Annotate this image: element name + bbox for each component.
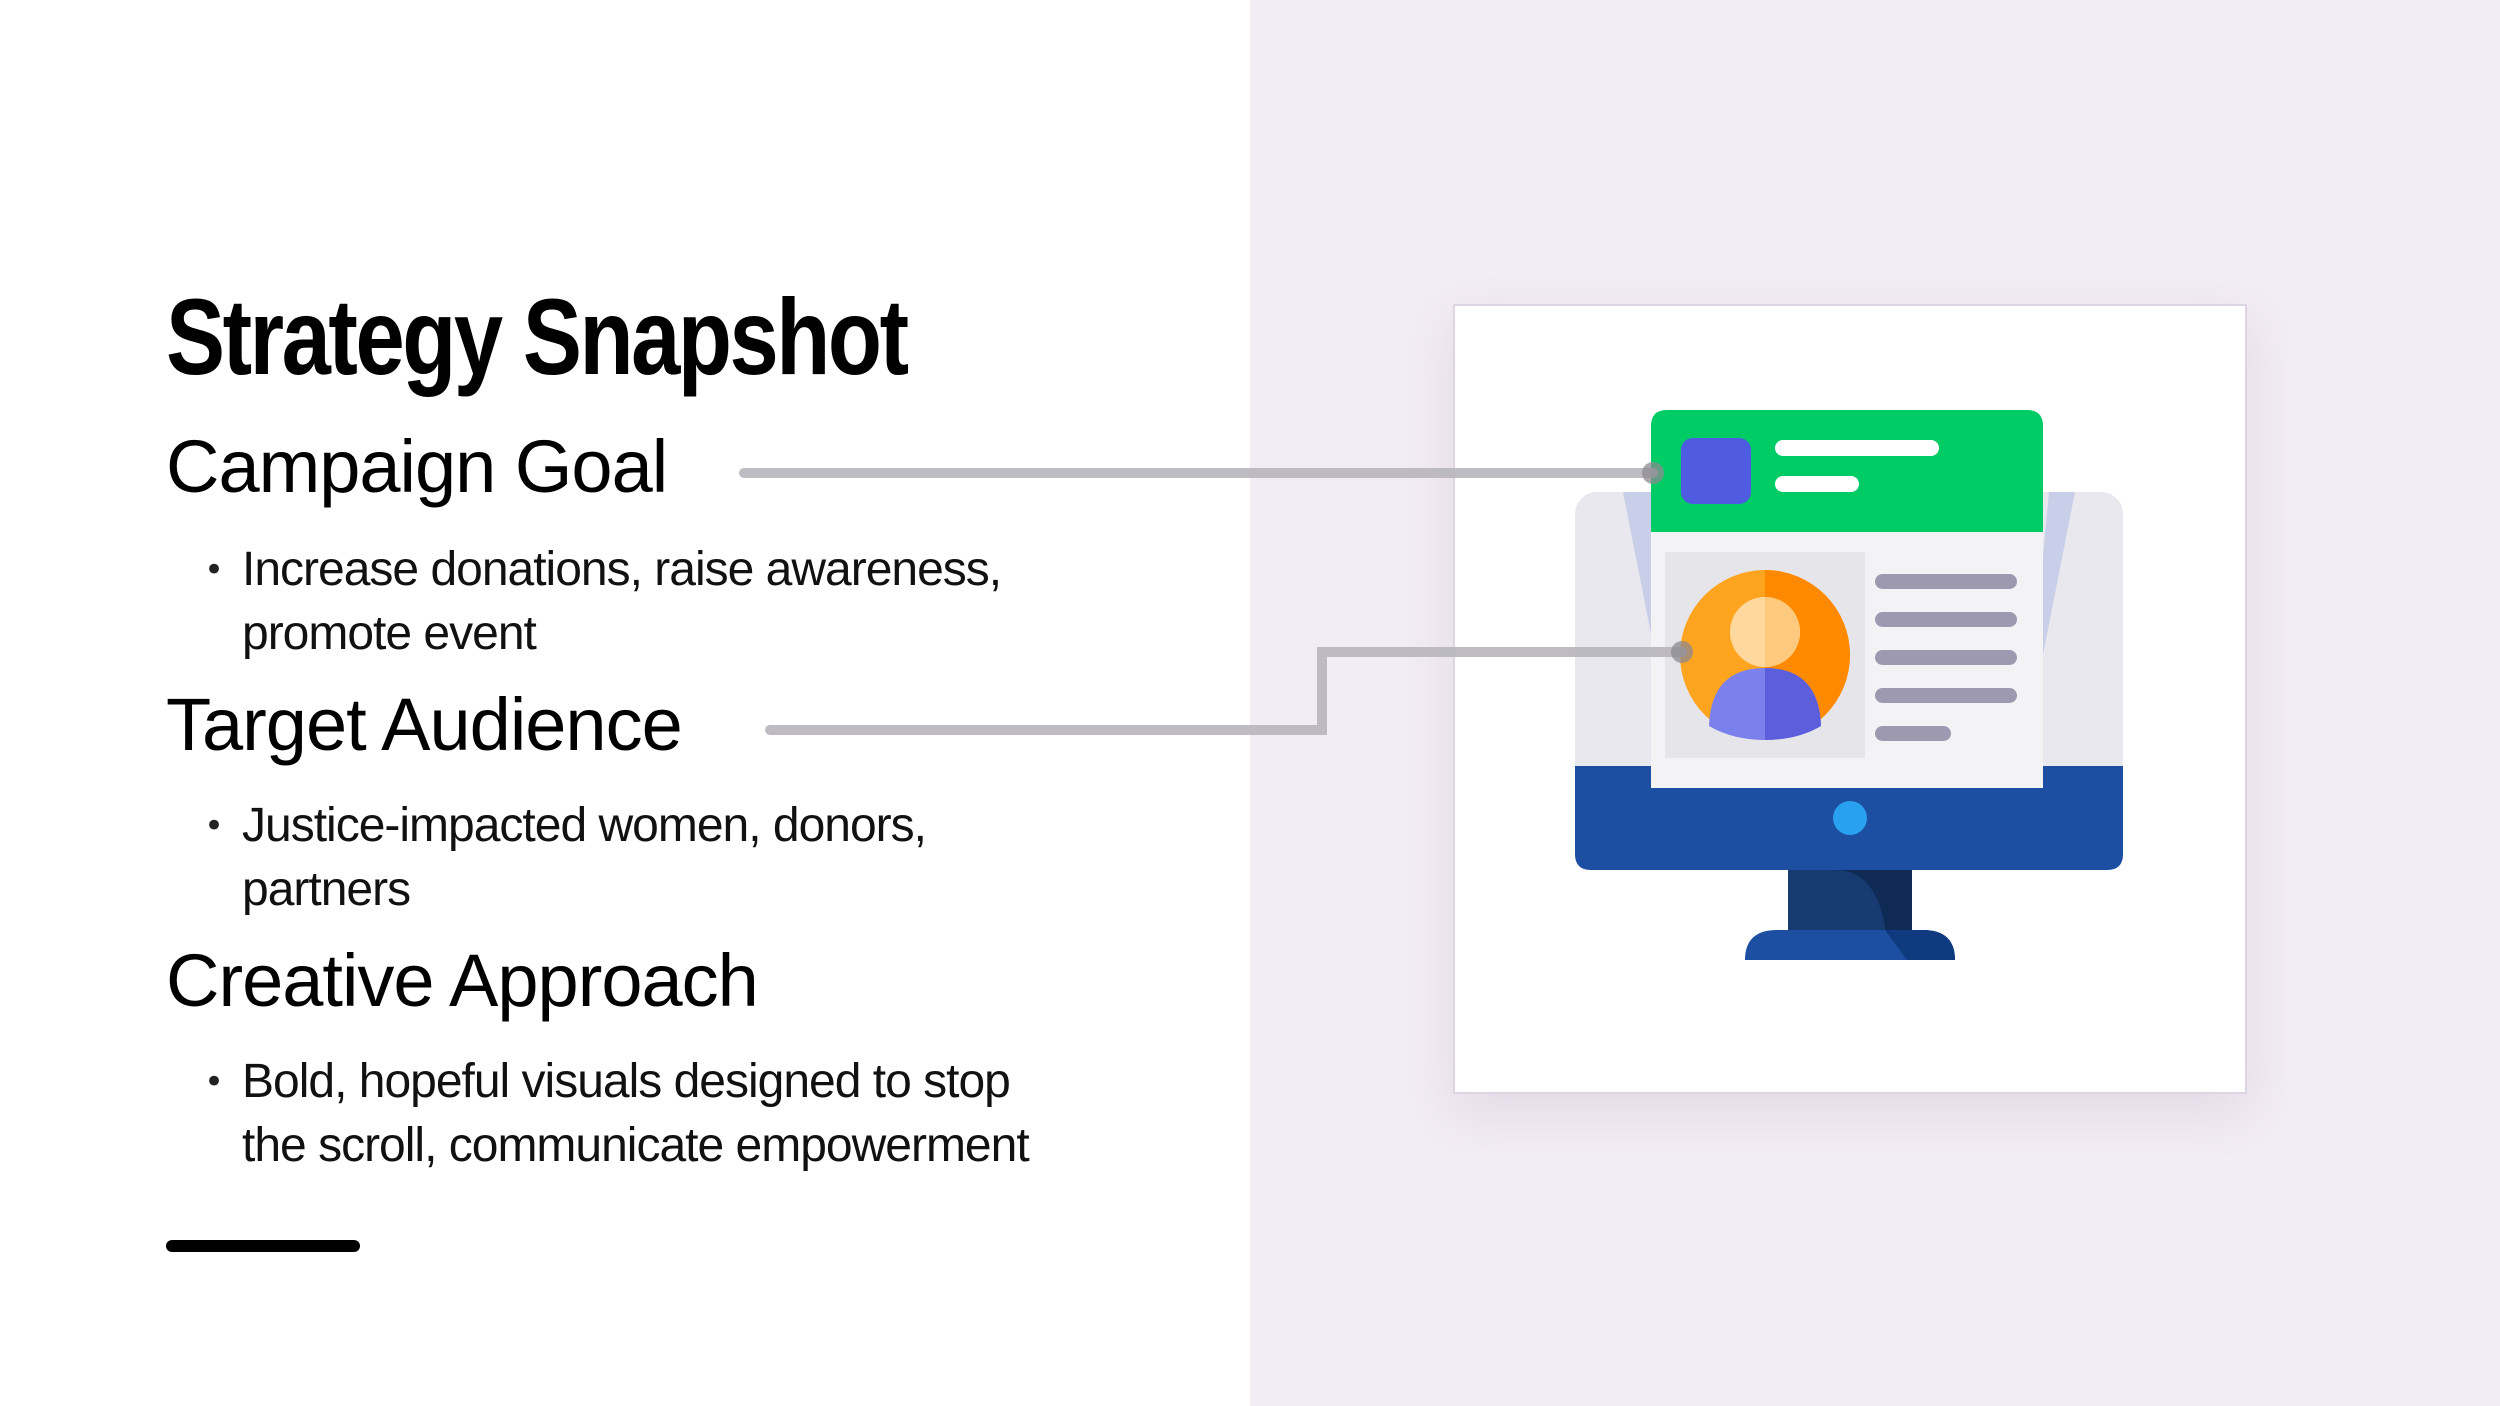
text-line bbox=[1875, 612, 2017, 627]
campaign-goal-line-2: promote event bbox=[242, 607, 537, 660]
header-line-1 bbox=[1775, 440, 1939, 456]
campaign-goal-bullet: • Increase donations, raise awareness, p… bbox=[204, 538, 1104, 666]
accent-bar bbox=[166, 1240, 360, 1252]
target-audience-line-2: partners bbox=[242, 863, 411, 916]
illustration-card bbox=[1453, 304, 2247, 1094]
bullet-icon: • bbox=[204, 550, 225, 590]
text-line bbox=[1875, 650, 2017, 665]
creative-approach-heading: Creative Approach bbox=[166, 939, 759, 1022]
header-line-2 bbox=[1775, 476, 1859, 492]
monitor-profile-icon bbox=[1575, 410, 2123, 960]
avatar-head-shade bbox=[1765, 597, 1800, 667]
creative-approach-line-1: Bold, hopeful visuals designed to stop bbox=[242, 1055, 1011, 1108]
power-button bbox=[1833, 801, 1867, 835]
campaign-goal-text: Increase donations, raise awareness, pro… bbox=[242, 538, 1002, 666]
page-title: Strategy Snapshot bbox=[166, 276, 909, 397]
header-window bbox=[1651, 410, 2043, 532]
target-audience-heading: Target Audience bbox=[166, 683, 683, 766]
creative-approach-text: Bold, hopeful visuals designed to stop t… bbox=[242, 1050, 1030, 1178]
avatar-body-shade bbox=[1765, 668, 1821, 740]
monitor-base-shade bbox=[1885, 930, 1955, 960]
bullet-icon: • bbox=[204, 806, 225, 846]
campaign-goal-line-1: Increase donations, raise awareness, bbox=[242, 543, 1002, 596]
creative-approach-line-2: the scroll, communicate empowerment bbox=[242, 1119, 1030, 1172]
campaign-goal-heading: Campaign Goal bbox=[166, 425, 668, 508]
bullet-icon: • bbox=[204, 1062, 225, 1102]
text-line bbox=[1875, 726, 1951, 741]
target-audience-text: Justice-impacted women, donors, partners bbox=[242, 794, 927, 922]
creative-approach-bullet: • Bold, hopeful visuals designed to stop… bbox=[204, 1050, 1104, 1178]
target-audience-bullet: • Justice-impacted women, donors, partne… bbox=[204, 794, 1104, 922]
text-line bbox=[1875, 688, 2017, 703]
text-line bbox=[1875, 574, 2017, 589]
header-square-icon bbox=[1681, 438, 1751, 504]
target-audience-line-1: Justice-impacted women, donors, bbox=[242, 799, 927, 852]
monitor-stand-shade bbox=[1788, 870, 1885, 942]
